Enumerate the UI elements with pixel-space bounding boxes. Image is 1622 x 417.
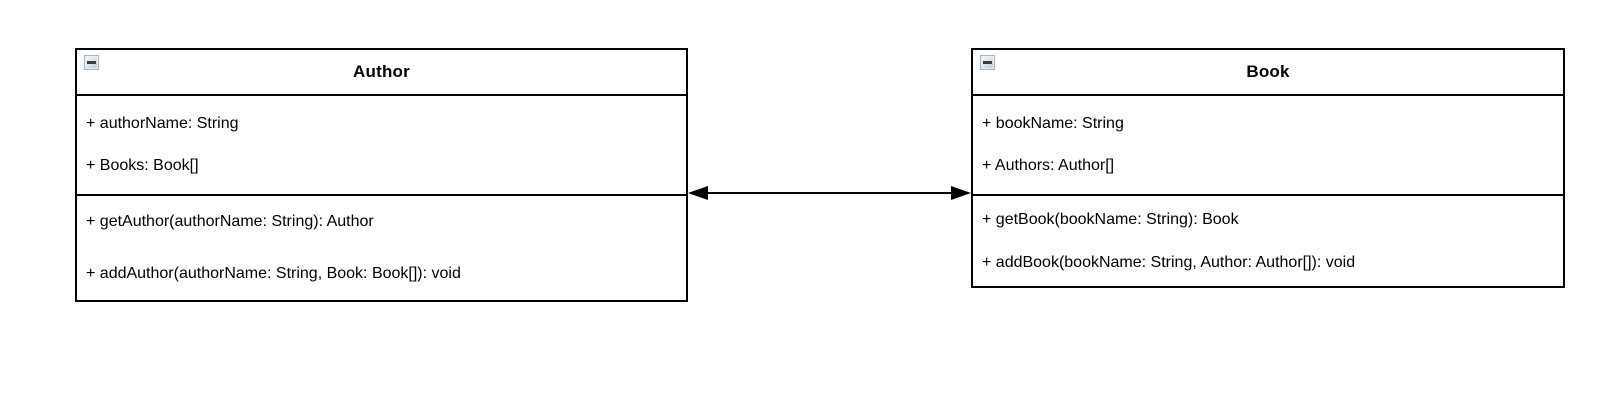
minus-glyph [87,61,96,64]
method-row: + addBook(bookName: String, Author: Auth… [982,253,1356,271]
collapse-minus-icon[interactable] [980,55,995,70]
attribute-row: + Authors: Author[] [982,157,1115,174]
class-book-attributes-section: + bookName: String + Authors: Author[] [973,94,1563,194]
attribute-row: + bookName: String [982,115,1124,132]
class-book-title-bar: Book [973,50,1563,94]
method-row: + getBook(bookName: String): Book [982,210,1239,228]
minus-glyph [983,61,992,64]
collapse-minus-icon[interactable] [84,55,99,70]
attribute-row: + Books: Book[] [86,157,199,174]
class-author-title-bar: Author [77,50,686,94]
association-double-arrow[interactable] [688,182,971,204]
class-author-attributes-section: + authorName: String + Books: Book[] [77,94,686,194]
class-book-methods-section: + getBook(bookName: String): Book + addBo… [973,194,1563,286]
class-author[interactable]: Author + authorName: String + Books: Book… [75,48,688,302]
class-author-methods-section: + getAuthor(authorName: String): Author +… [77,194,686,300]
arrowhead-left-icon [688,186,708,200]
method-row: + addAuthor(authorName: String, Book: Bo… [86,265,461,282]
attribute-row: + authorName: String [86,115,239,132]
method-row: + getAuthor(authorName: String): Author [86,213,374,230]
arrowhead-right-icon [951,186,971,200]
class-author-name: Author [353,62,410,81]
class-book[interactable]: Book + bookName: String + Authors: Author… [971,48,1565,288]
class-book-name: Book [1246,62,1290,81]
